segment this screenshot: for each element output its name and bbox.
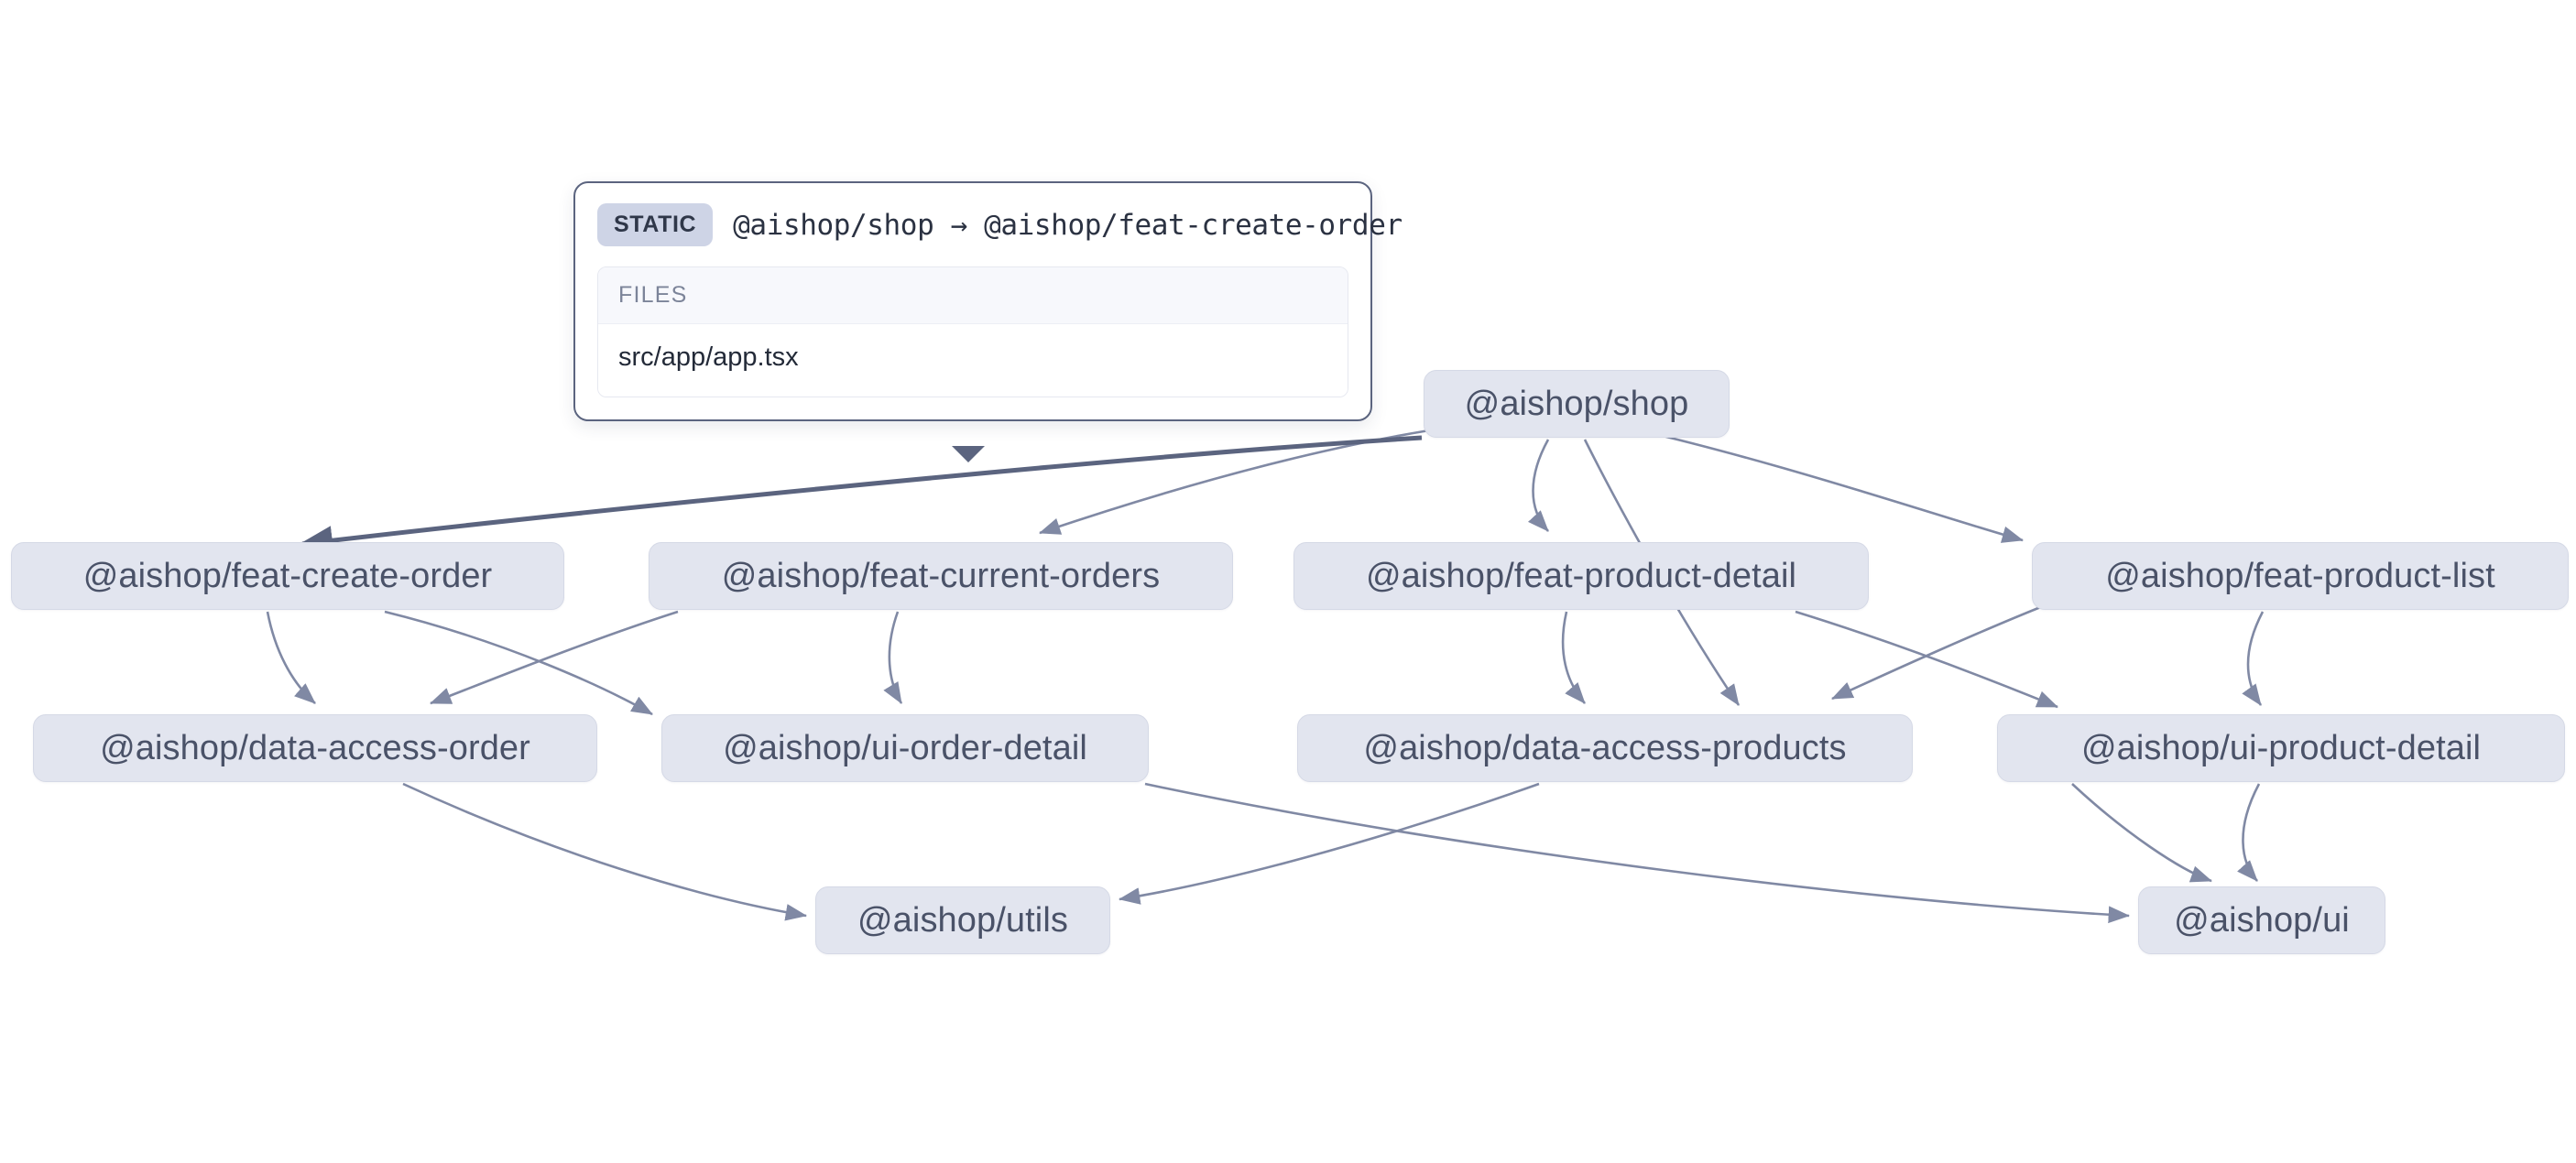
node-label: @aishop/feat-create-order <box>82 556 493 595</box>
node-utils[interactable]: @aishop/utils <box>815 886 1110 954</box>
node-label: @aishop/feat-current-orders <box>721 556 1161 595</box>
edge-ui-product-detail-to-ui <box>2071 783 2212 883</box>
files-panel-header: FILES <box>598 267 1348 324</box>
edge-feat-current-orders-to-ui-order-detail <box>883 611 903 704</box>
edge-feat-product-detail-to-data-access-products <box>1561 611 1586 704</box>
node-data-access-products[interactable]: @aishop/data-access-products <box>1297 714 1913 782</box>
edge-shop-to-feat-create-order-highlighted <box>299 435 1423 556</box>
edge-data-access-products-to-utils <box>1118 782 1540 905</box>
node-feat-product-detail[interactable]: @aishop/feat-product-detail <box>1293 542 1869 610</box>
node-label: @aishop/shop <box>1464 384 1689 423</box>
node-feat-current-orders[interactable]: @aishop/feat-current-orders <box>649 542 1233 610</box>
node-label: @aishop/data-access-products <box>1363 728 1847 767</box>
node-ui-order-detail[interactable]: @aishop/ui-order-detail <box>661 714 1149 782</box>
edge-ui-order-detail-to-ui <box>1144 782 2131 924</box>
tooltip-pointer-triangle <box>952 446 985 462</box>
node-shop[interactable]: @aishop/shop <box>1424 370 1730 438</box>
edge-feat-product-list-to-ui-product-detail <box>2242 611 2265 706</box>
node-label: @aishop/ui-product-detail <box>2080 728 2482 767</box>
edge-feat-product-list-to-data-access-products <box>1831 604 2044 701</box>
edge-feat-current-orders-to-data-access-order <box>430 610 679 705</box>
node-label: @aishop/data-access-order <box>100 728 530 767</box>
node-feat-create-order[interactable]: @aishop/feat-create-order <box>11 542 564 610</box>
node-label: @aishop/ui <box>2174 900 2350 940</box>
node-label: @aishop/feat-product-list <box>2105 556 2495 595</box>
edge-feat-create-order-to-data-access-order <box>266 611 316 704</box>
node-ui-product-detail[interactable]: @aishop/ui-product-detail <box>1997 714 2565 782</box>
node-ui[interactable]: @aishop/ui <box>2138 886 2385 954</box>
dependency-type-badge: STATIC <box>597 203 714 246</box>
edge-data-access-order-to-utils <box>402 782 808 921</box>
file-list-item[interactable]: src/app/app.tsx <box>598 324 1348 397</box>
node-feat-product-list[interactable]: @aishop/feat-product-list <box>2032 542 2569 610</box>
tooltip-title: @aishop/shop → @aishop/feat-create-order <box>733 208 1403 242</box>
edge-shop-to-feat-product-detail <box>1527 439 1550 532</box>
node-label: @aishop/utils <box>857 900 1068 940</box>
edge-shop-to-feat-current-orders <box>1039 429 1430 535</box>
node-label: @aishop/feat-product-detail <box>1365 556 1797 595</box>
edge-shop-to-feat-product-list <box>1639 429 2025 543</box>
edge-ui-product-detail-to-ui-alt <box>2237 783 2261 882</box>
edge-feat-product-detail-to-ui-product-detail <box>1795 610 2058 709</box>
edge-feat-create-order-to-ui-order-detail <box>384 610 653 716</box>
node-data-access-order[interactable]: @aishop/data-access-order <box>33 714 597 782</box>
node-label: @aishop/ui-order-detail <box>723 728 1087 767</box>
edge-detail-tooltip[interactable]: STATIC @aishop/shop → @aishop/feat-creat… <box>573 181 1403 421</box>
tooltip-header: STATIC @aishop/shop → @aishop/feat-creat… <box>597 203 1403 246</box>
files-panel: FILES src/app/app.tsx <box>597 266 1348 397</box>
